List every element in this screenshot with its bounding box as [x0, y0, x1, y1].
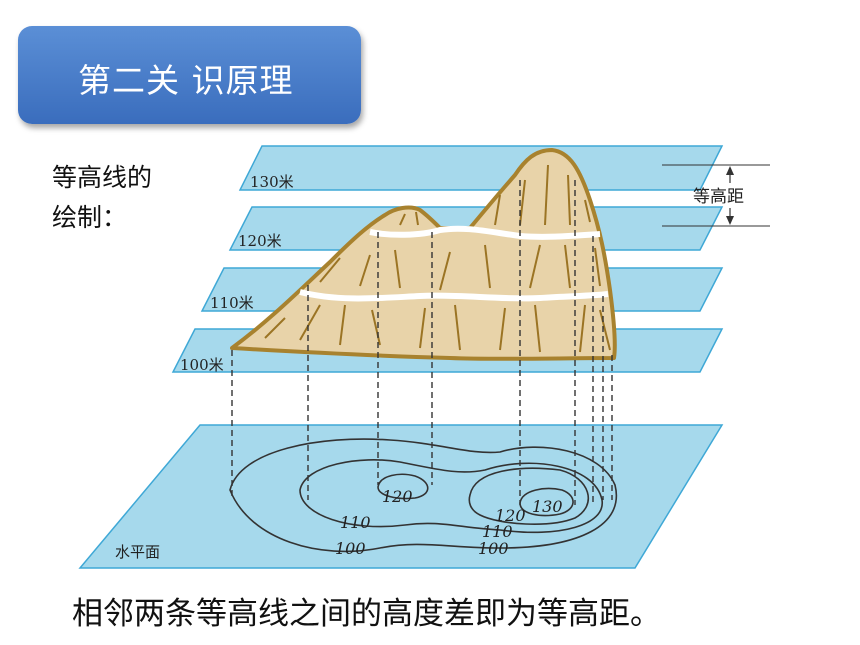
- contour-130: [519, 487, 574, 517]
- plane-label-base: 水平面: [115, 543, 160, 561]
- contour-label: 100: [478, 539, 509, 558]
- contour-120-right: [468, 467, 590, 525]
- hill-silhouette: [230, 148, 617, 361]
- contour-label: 120: [495, 506, 526, 525]
- plane-130: [238, 145, 724, 191]
- contour-label: 120: [382, 487, 413, 506]
- contour-label: 110: [482, 522, 513, 541]
- plane-label-130: 130米: [250, 173, 294, 191]
- interval-arrowhead-up: [726, 166, 734, 175]
- title-banner: 第二关 识原理: [18, 26, 361, 124]
- contour-label: 110: [340, 513, 371, 532]
- side-label-line2: 绘制：: [52, 203, 128, 232]
- plane-label-120: 120米: [238, 232, 282, 250]
- plane-base: [78, 424, 724, 569]
- contour-120-left: [377, 473, 429, 500]
- caption: 相邻两条等高线之间的高度差即为等高距。: [72, 596, 661, 632]
- side-label-line1: 等高线的: [52, 163, 153, 192]
- hill-level-110: [299, 289, 609, 302]
- contour-100: [229, 438, 618, 553]
- hill-level-120: [369, 225, 601, 240]
- contour-label: 130: [532, 497, 563, 516]
- hill-ridges: [264, 164, 611, 353]
- interval-arrowhead-down: [726, 216, 734, 225]
- side-label: 等高线的 绘制：: [52, 158, 152, 238]
- contour-label: 100: [335, 539, 366, 558]
- interval-label: 等高距: [693, 187, 744, 207]
- plane-label-110: 110米: [210, 294, 254, 312]
- contour-110: [299, 459, 603, 534]
- plane-label-100: 100米: [180, 356, 224, 374]
- slide-title: 第二关 识原理: [78, 61, 294, 100]
